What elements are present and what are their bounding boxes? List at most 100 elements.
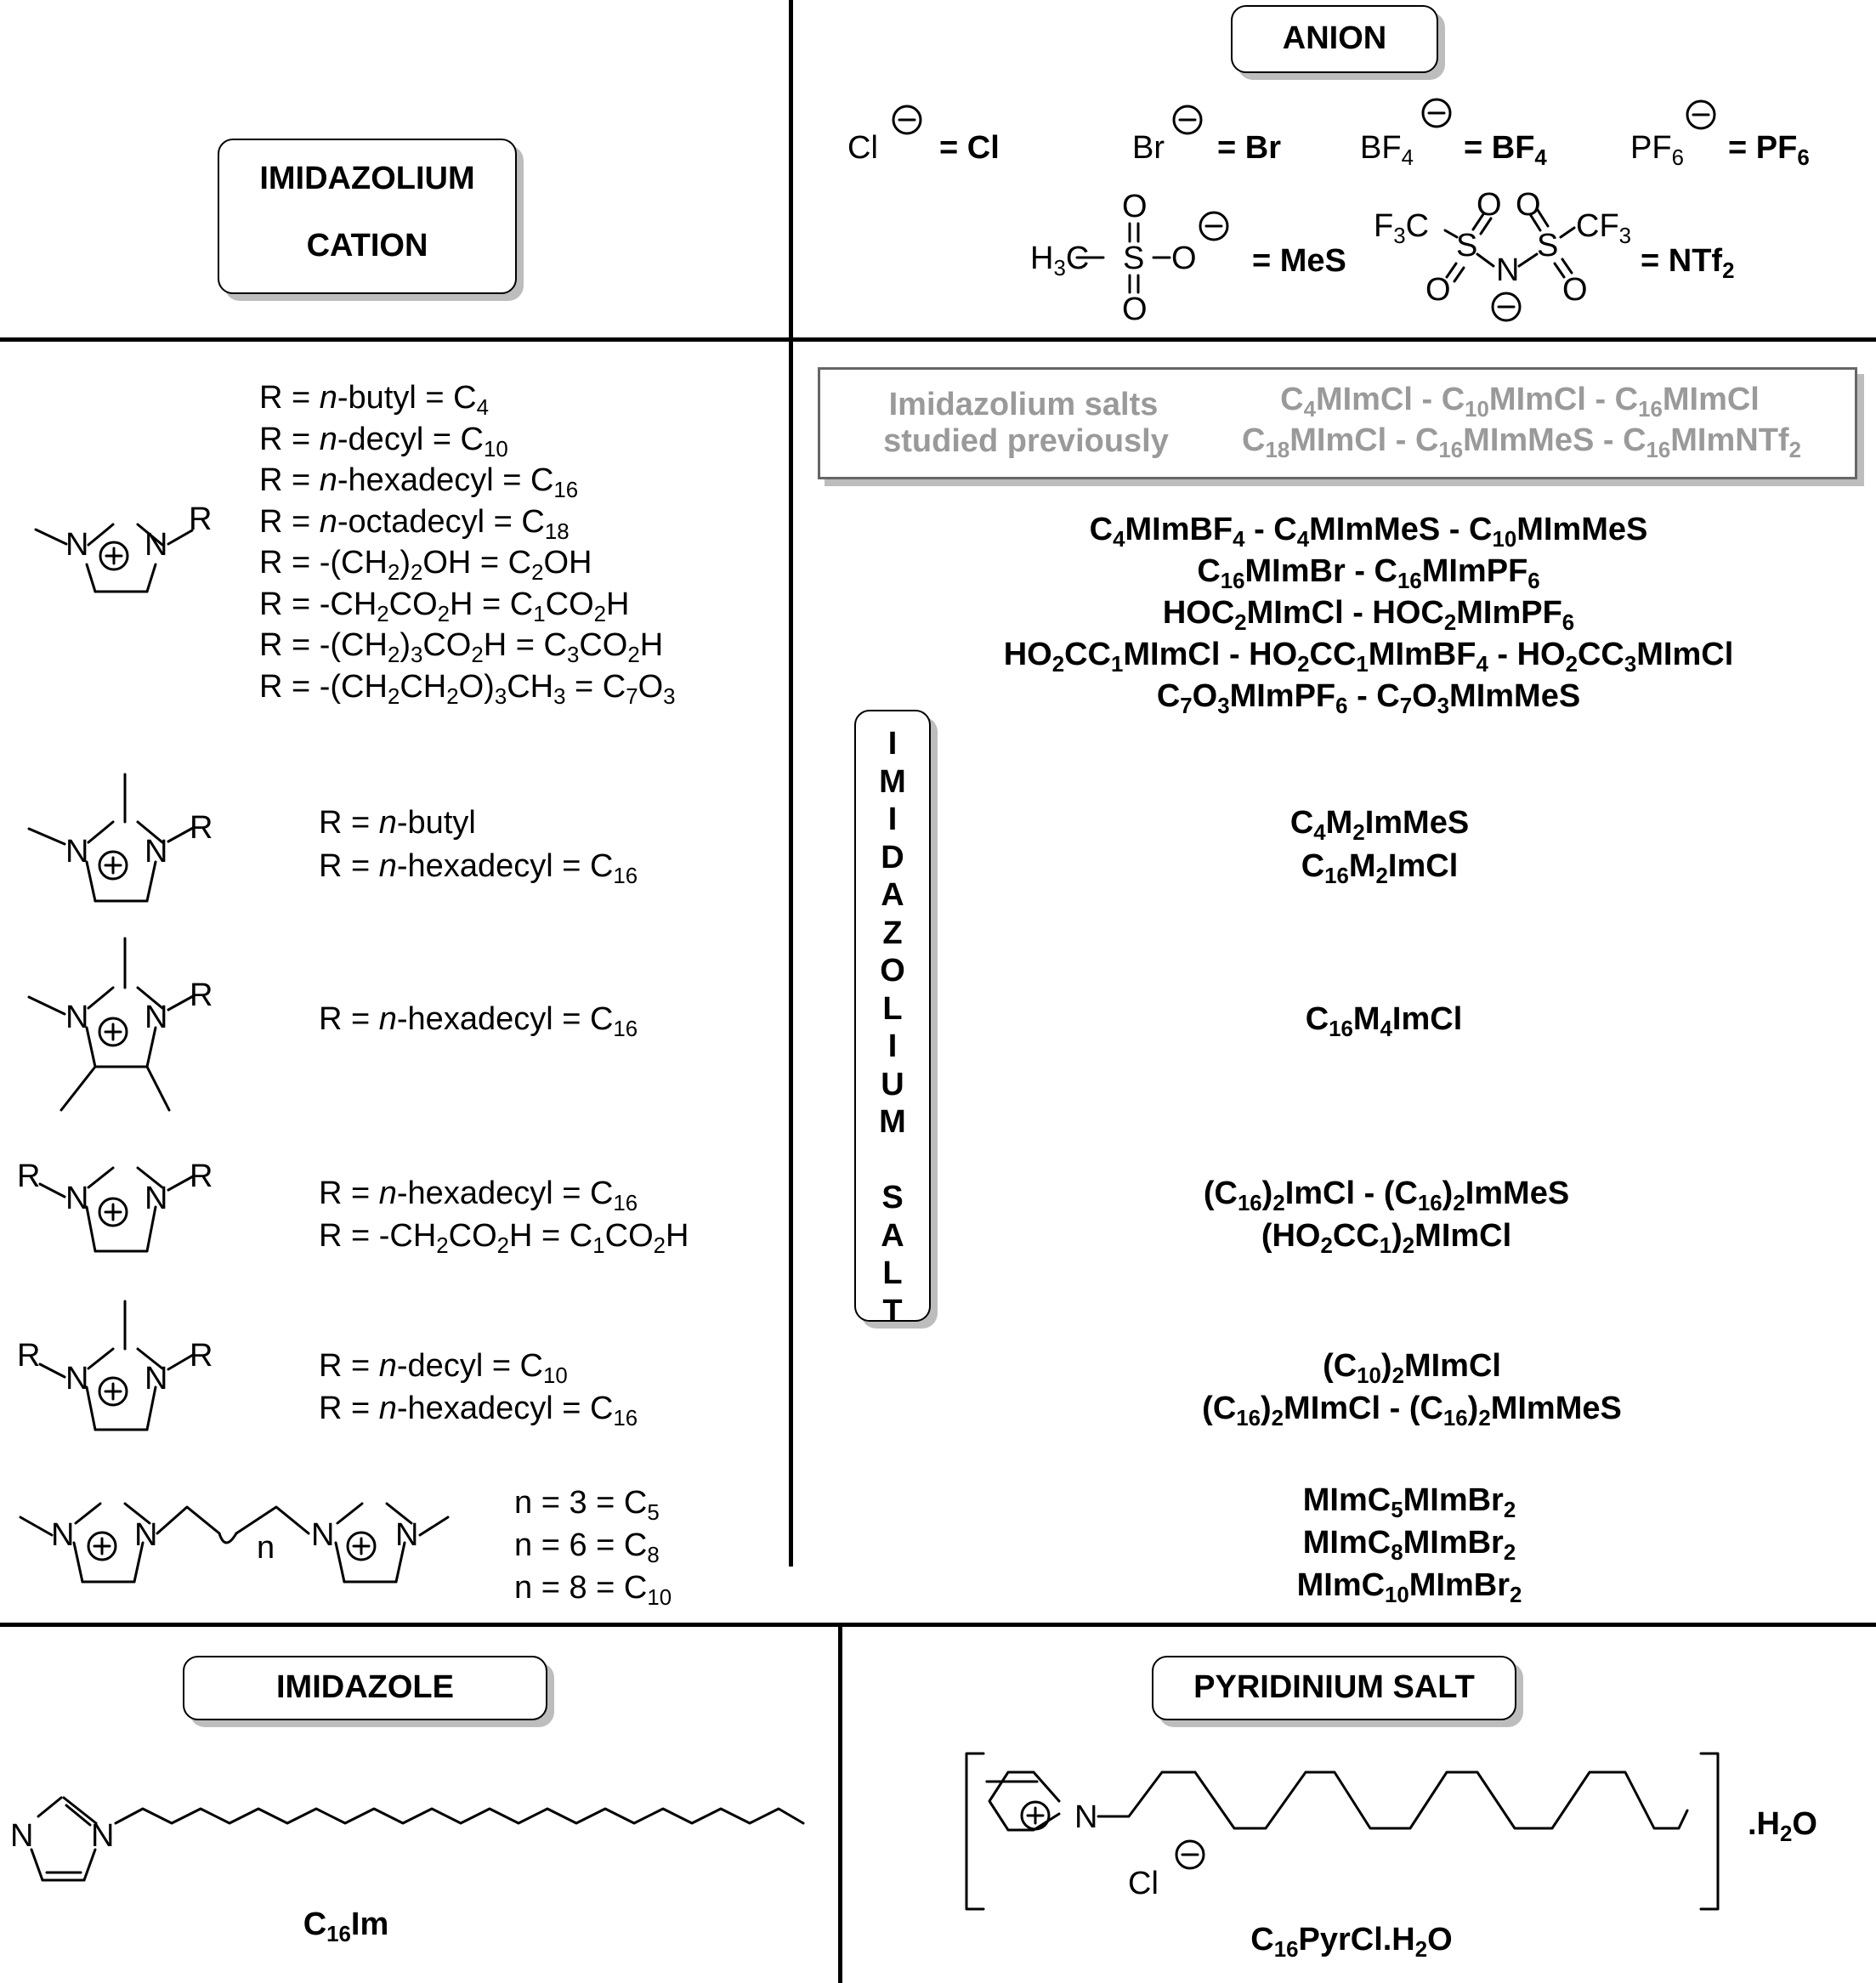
salt-name-line: HO2CC1MImCl - HO2CC1MImBF4 - HO2CC3MImCl xyxy=(1003,637,1734,677)
cation-header-line-1: IMIDAZOLIUM xyxy=(259,161,475,196)
imidazolium-cation-header: IMIDAZOLIUM CATION xyxy=(218,139,517,294)
cation-6-n-subscript: n xyxy=(257,1530,275,1566)
r-substituent-line: R = -CH2CO2H = C1CO2H xyxy=(259,586,630,626)
anion-br-formula: Br xyxy=(1132,130,1165,166)
salt-name-line: C4M2ImMeS xyxy=(1289,805,1470,845)
imidazolium-structure-5 xyxy=(38,1300,195,1431)
salt-name-line: C16M4ImCl xyxy=(1305,1001,1463,1041)
c16pyrcl-structure xyxy=(965,1752,1720,1911)
anion-header: ANION xyxy=(1231,5,1438,73)
divider-top-vertical xyxy=(789,0,793,1567)
salt-name-line: MImC8MImBr2 xyxy=(1302,1525,1516,1565)
r-substituent-line: R = -CH2CO2H = C1CO2H xyxy=(319,1218,689,1258)
imidazolium-structure-3 xyxy=(27,937,195,1112)
vertical-label-letter: Z xyxy=(882,915,903,951)
r-substituent-line: R = -(CH2)2OH = C2OH xyxy=(259,545,592,585)
cation-5-n-left: N xyxy=(65,1361,89,1397)
pyridinium-header-label: PYRIDINIUM SALT xyxy=(1193,1669,1475,1705)
cation-6-n1: N xyxy=(51,1517,75,1553)
vertical-label-letter: O xyxy=(880,953,905,989)
divider-bottom-horizontal xyxy=(0,1623,1876,1627)
previous-salt-line: C18MImCl - C16MImMeS - C16MImNTf2 xyxy=(1242,422,1801,462)
r-substituent-line: R = n-hexadecyl = C16 xyxy=(319,848,638,888)
r-substituent-line: R = n-hexadecyl = C16 xyxy=(319,1176,638,1215)
r-substituent-line: R = n-hexadecyl = C16 xyxy=(319,1391,638,1431)
cation-4-r-right: R xyxy=(190,1159,213,1194)
anion-pf6-abbr: = PF6 xyxy=(1728,130,1810,170)
pyridinium-salt-header: PYRIDINIUM SALT xyxy=(1152,1656,1516,1720)
c16im-n-right: N xyxy=(91,1818,115,1854)
r-substituent-line: R = n-decyl = C10 xyxy=(319,1348,568,1388)
ntf2-structure xyxy=(1443,208,1576,322)
vertical-label-letter: A xyxy=(881,1217,904,1254)
ntf2-f3c: F3C xyxy=(1374,208,1430,248)
cation-5-r-right: R xyxy=(190,1338,213,1374)
vertical-label-letter: M xyxy=(879,1104,906,1140)
cation-5-n-right: N xyxy=(145,1361,168,1397)
charge-icon-cl xyxy=(892,105,922,135)
mes-h3c-s: H3C xyxy=(1030,241,1090,280)
imidazolium-structure-1 xyxy=(34,523,194,593)
charge-icon-pf6 xyxy=(1686,99,1716,130)
cation-1-n-left: N xyxy=(65,527,89,563)
previously-studied-box xyxy=(818,367,1857,479)
mes-o-right: O xyxy=(1171,241,1197,276)
vertical-label-letter: D xyxy=(881,839,904,875)
cation-header-line-2: CATION xyxy=(306,228,428,263)
c16im-name: C16Im xyxy=(303,1907,389,1946)
salt-name-line: C16MImBr - C16MImPF6 xyxy=(1197,553,1540,593)
r-substituent-line: R = n-decyl = C10 xyxy=(259,421,508,462)
salt-name-line: HOC2MImCl - HOC2MImPF6 xyxy=(1162,595,1575,635)
cation-3-r: R xyxy=(190,977,213,1013)
vertical-label-letter: I xyxy=(887,726,898,762)
divider-header-horizontal xyxy=(0,337,1876,342)
anion-bf4-formula: BF4 xyxy=(1360,130,1414,170)
anion-cl-abbr: = Cl xyxy=(939,130,1000,166)
pyr-n: N xyxy=(1074,1799,1098,1835)
previous-label-2: studied previously xyxy=(883,423,1169,459)
vertical-label-letter xyxy=(876,1142,910,1180)
previous-salt-line: C4MImCl - C10MImCl - C16MImCl xyxy=(1280,382,1760,422)
mesylate-structure xyxy=(1075,211,1229,294)
salt-name-line: C7O3MImPF6 - C7O3MImMeS xyxy=(1156,678,1581,718)
r-substituent-line: n = 8 = C10 xyxy=(514,1570,672,1610)
anion-pf6-formula: PF6 xyxy=(1630,130,1684,170)
imidazole-header: IMIDAZOLE xyxy=(183,1656,547,1720)
anion-br-abbr: = Br xyxy=(1217,130,1281,166)
divider-bottom-vertical xyxy=(838,1625,842,1983)
cation-2-r: R xyxy=(190,810,213,846)
charge-icon-bf4 xyxy=(1421,98,1452,128)
r-substituent-line: R = n-butyl xyxy=(319,805,476,841)
anion-header-label: ANION xyxy=(1282,20,1387,56)
cation-1-n-right: N xyxy=(145,527,168,563)
ntf2-o-bottom-1: O xyxy=(1425,272,1451,308)
salt-name-line: (C16)2MImCl - (C16)2MImMeS xyxy=(1202,1391,1622,1431)
salt-name-line: (C10)2MImCl xyxy=(1323,1348,1501,1388)
mes-s: S xyxy=(1123,241,1145,276)
ntf2-o-top-1: O xyxy=(1476,187,1502,223)
cation-3-n-left: N xyxy=(65,1000,89,1035)
ntf2-o-top-2: O xyxy=(1516,187,1541,223)
r-substituent-line: R = n-octadecyl = C18 xyxy=(259,503,570,544)
r-substituent-line: R = n-butyl = C4 xyxy=(259,380,489,420)
cation-1-r: R xyxy=(189,501,213,537)
cation-6-n4: N xyxy=(395,1517,419,1553)
anion-cl-formula: Cl xyxy=(847,130,878,166)
ntf2-n: N xyxy=(1496,252,1520,288)
mes-o-top: O xyxy=(1122,189,1148,224)
vertical-label-letter: I xyxy=(887,1028,898,1064)
imidazolium-salt-vertical-tag xyxy=(854,710,931,1322)
r-substituent-line: R = n-hexadecyl = C16 xyxy=(319,1001,638,1041)
c16pyrcl-name: C16PyrCl.H2O xyxy=(1250,1922,1453,1962)
vertical-label-letter: S xyxy=(881,1180,904,1215)
cation-4-n-left: N xyxy=(65,1181,89,1216)
previous-label-1: Imidazolium salts xyxy=(888,387,1159,422)
charge-icon-br xyxy=(1172,105,1203,135)
vertical-label-letter: U xyxy=(881,1066,904,1102)
ntf2-s-2: S xyxy=(1537,228,1559,263)
vertical-label-letter: M xyxy=(879,763,906,800)
r-substituent-line: R = n-hexadecyl = C16 xyxy=(259,462,579,502)
ntf2-s-1: S xyxy=(1456,228,1478,263)
cation-5-r-left: R xyxy=(17,1338,41,1374)
cation-2-n-left: N xyxy=(65,834,89,870)
